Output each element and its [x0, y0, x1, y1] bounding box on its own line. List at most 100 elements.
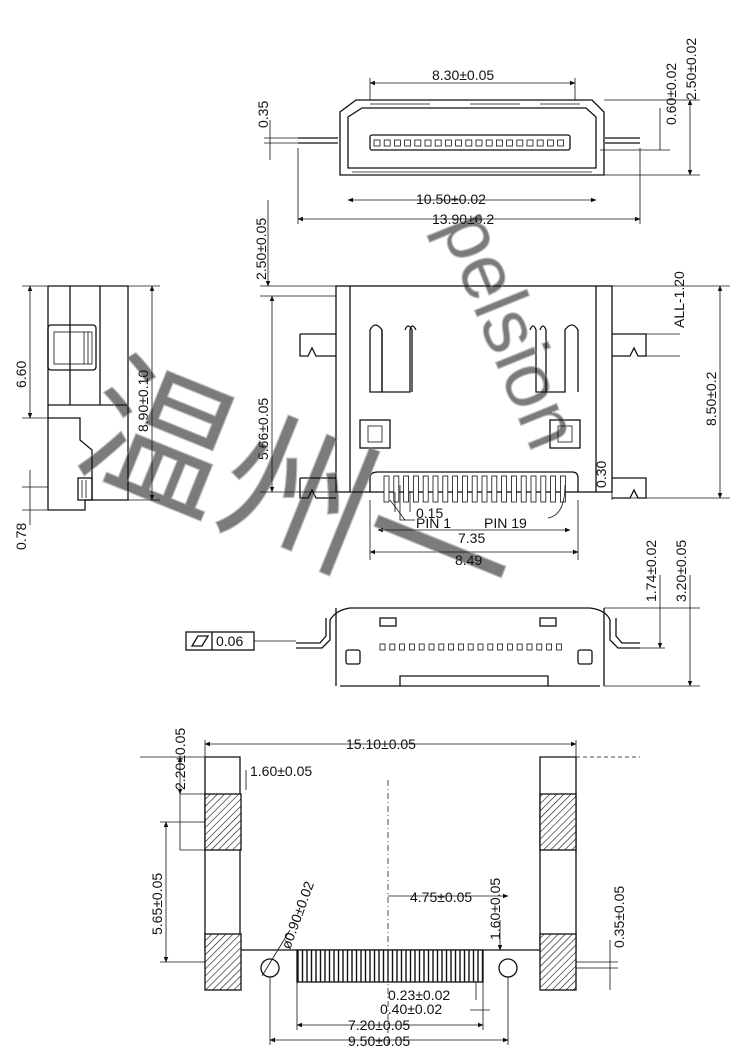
dim-front-height: 2.50±0.02 — [683, 38, 699, 100]
dim-fp-pin023: 0.23±0.02 — [388, 987, 450, 1003]
bottom-contact — [457, 643, 464, 651]
label-pin1: PIN 1 — [416, 515, 451, 531]
front-contact — [475, 139, 483, 147]
watermark-cjk: 温州一 — [58, 334, 538, 658]
front-contact — [424, 139, 432, 147]
dim-side-height: 6.60 — [13, 361, 29, 388]
label-pin19: PIN 19 — [484, 515, 527, 531]
dim-bottom-174: 1.74±0.02 — [643, 540, 659, 602]
bottom-contact — [536, 643, 543, 651]
dim-top-span735: 7.35 — [458, 530, 485, 546]
front-contact — [557, 139, 564, 147]
dim-top-body: 5.66±0.05 — [255, 398, 271, 460]
dim-fp-span720: 7.20±0.05 — [348, 1017, 410, 1033]
front-contact — [455, 139, 463, 147]
front-contact — [373, 139, 381, 147]
front-contact — [434, 139, 442, 147]
dim-fp-pitch040: 0.40±0.02 — [380, 1001, 442, 1017]
top-pin — [550, 475, 556, 503]
watermark-latin: pelsion — [424, 198, 598, 460]
dim-top-all: ALL-1.20 — [671, 271, 687, 328]
pcb-footprint: 15.10±0.05 2.20±0.05 1.60±0.05 5.65±0.05… — [140, 728, 640, 1049]
bottom-pin-row — [379, 643, 562, 651]
top-pin — [422, 475, 429, 503]
dim-fp-pad160v: 1.60±0.05 — [487, 878, 503, 940]
dim-fp-hole: ø0.90±0.02 — [278, 879, 317, 951]
front-contact — [404, 139, 412, 147]
top-view: 2.50±0.05 5.66±0.05 8.50±0.2 ALL-1.20 0.… — [253, 200, 730, 568]
pad-top-left — [204, 793, 242, 851]
bottom-contact — [487, 643, 494, 651]
front-contact — [536, 139, 544, 147]
top-pin — [452, 475, 459, 503]
bottom-view: 0.06 1.74±0.02 3.20±0.05 — [185, 540, 700, 687]
pad-bottom-left — [204, 933, 242, 991]
dim-fp-span950: 9.50±0.05 — [348, 1033, 410, 1049]
front-contact — [485, 139, 493, 147]
front-contact — [516, 139, 524, 147]
front-contact — [547, 139, 554, 147]
watermark: pelsion 温州一 — [57, 198, 599, 659]
bottom-contact — [467, 643, 474, 651]
dim-top-depth: 8.50±0.2 — [703, 371, 719, 426]
bottom-contact — [438, 643, 445, 651]
side-view: 6.60 8.90±0.10 0.78 — [13, 285, 160, 550]
top-pin-row — [383, 475, 566, 503]
bottom-contact — [428, 643, 435, 651]
dim-side-lead: 0.78 — [13, 523, 29, 550]
bottom-contact — [506, 643, 513, 651]
top-pin — [412, 475, 419, 503]
top-pin — [393, 475, 400, 503]
bottom-contact — [526, 643, 533, 651]
front-contact — [495, 139, 503, 147]
dim-fp-pad160: 1.60±0.05 — [250, 763, 312, 779]
top-pin — [442, 475, 449, 503]
bottom-contact — [408, 643, 415, 651]
front-contact — [383, 139, 391, 147]
dim-front-overall: 13.90±0.2 — [432, 211, 494, 227]
bottom-contact — [379, 643, 386, 651]
dim-front-pin: 0.35 — [255, 101, 271, 128]
top-pin — [540, 475, 547, 503]
bottom-contact — [389, 643, 396, 651]
bottom-contact — [448, 643, 455, 651]
bottom-contact — [516, 643, 523, 651]
bottom-contact — [497, 643, 504, 651]
dim-fp-pitch565: 5.65±0.05 — [149, 873, 165, 935]
dim-front-inner: 10.50±0.02 — [416, 191, 486, 207]
bottom-contact — [556, 643, 562, 651]
dim-fp-overall: 15.10±0.05 — [346, 736, 416, 752]
top-pin — [403, 475, 410, 503]
flatness-parallelogram-icon — [190, 635, 210, 647]
bottom-contact — [477, 643, 484, 651]
top-pin — [461, 475, 468, 503]
locating-hole-right — [498, 958, 518, 978]
top-pin — [432, 475, 439, 503]
locating-hole-left — [260, 958, 280, 978]
signal-pad-array — [296, 949, 484, 983]
dim-top-span849: 8.49 — [455, 552, 482, 568]
top-pin — [383, 475, 390, 503]
top-pin — [481, 475, 488, 503]
front-contact — [393, 139, 401, 147]
dim-top-pitch: 0.15 — [416, 505, 443, 521]
top-pin — [520, 475, 527, 503]
top-pin — [510, 475, 517, 503]
bottom-contact — [418, 643, 425, 651]
dim-side-length: 8.90±0.10 — [135, 370, 151, 432]
dim-fp-pad220: 2.20±0.05 — [172, 728, 188, 790]
dim-front-width: 8.30±0.05 — [432, 67, 494, 83]
pad-bottom-right — [539, 933, 577, 991]
front-contact — [506, 139, 514, 147]
front-contact — [465, 139, 473, 147]
front-contact-row — [373, 139, 564, 147]
front-contact — [414, 139, 422, 147]
front-contact — [526, 139, 534, 147]
flatness-value: 0.06 — [216, 633, 243, 649]
dim-fp-center: 4.75±0.05 — [410, 889, 472, 905]
top-pin — [491, 475, 498, 503]
pad-top-right — [539, 793, 577, 851]
dim-fp-gap: 0.35±0.05 — [611, 886, 627, 948]
dim-top-tail: 0.30 — [593, 461, 609, 488]
